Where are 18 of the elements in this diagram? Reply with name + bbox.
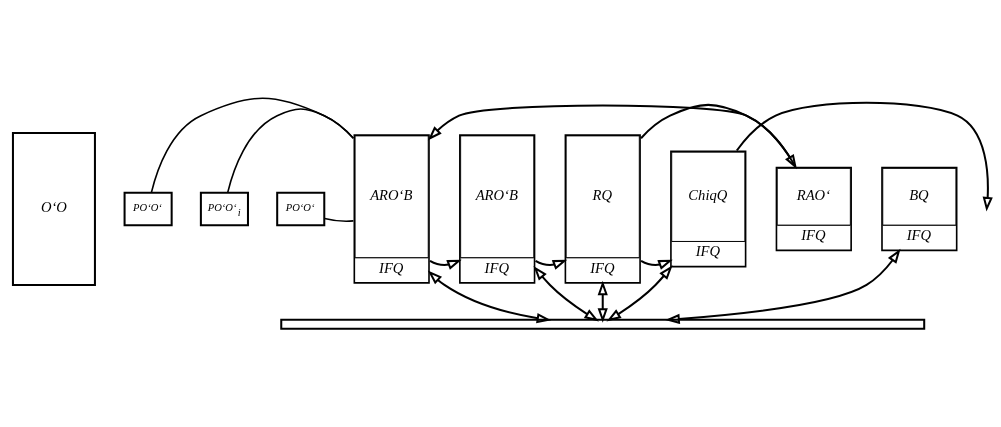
arrow bbox=[427, 104, 797, 168]
connector bbox=[226, 108, 355, 194]
connector bbox=[150, 97, 355, 194]
arrow bbox=[640, 259, 673, 270]
arrow bbox=[533, 265, 599, 322]
node-box: PO‘O‘ bbox=[276, 191, 326, 227]
arrow bbox=[535, 259, 568, 270]
arrow bbox=[427, 270, 552, 324]
arrow bbox=[640, 103, 797, 170]
node-box: O‘O bbox=[11, 132, 96, 286]
node-bar bbox=[280, 318, 926, 330]
arrow bbox=[597, 280, 608, 323]
connector bbox=[323, 217, 355, 222]
node-box: PO‘O‘ bbox=[123, 191, 173, 227]
arrow bbox=[665, 248, 901, 325]
arrow bbox=[736, 101, 993, 212]
arrow bbox=[606, 265, 673, 322]
arrow bbox=[429, 259, 462, 270]
